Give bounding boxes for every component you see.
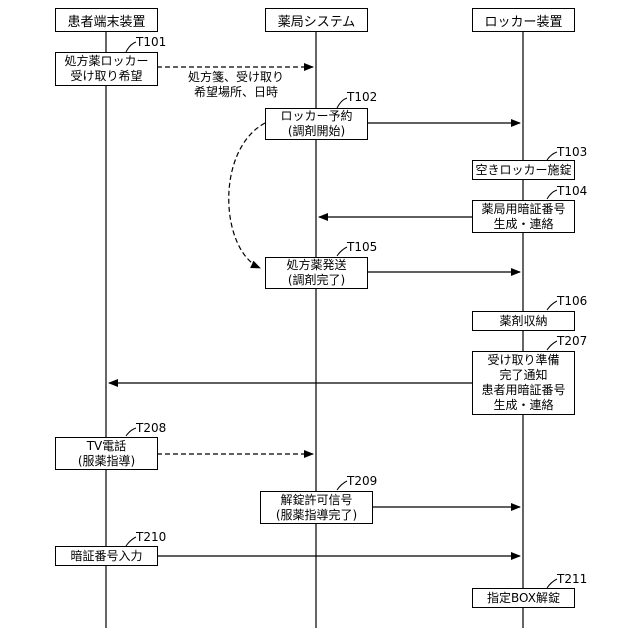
step-text-line: 受け取り準備 xyxy=(487,353,559,368)
step-text-line: 暗証番号入力 xyxy=(70,549,142,564)
lane-header-patient-terminal: 患者端末装置 xyxy=(55,8,158,32)
step-text-line: 薬剤収納 xyxy=(499,314,547,329)
step-tag-t102: T102 xyxy=(347,90,377,104)
step-box-t209: 解錠許可信号 (服薬指導完了) xyxy=(260,491,373,524)
step-tag-t105: T105 xyxy=(347,240,377,254)
arrow-t102-to-t105-curve xyxy=(229,123,265,268)
step-tag-t101: T101 xyxy=(136,35,166,49)
step-text-line: 薬局用暗証番号 xyxy=(481,202,565,217)
step-box-t102: ロッカー予約 (調剤開始) xyxy=(265,108,368,140)
step-text-line: (調剤完了) xyxy=(288,273,345,288)
note-line: 希望場所、日時 xyxy=(176,85,296,100)
step-text-line: 受け取り希望 xyxy=(70,69,142,84)
step-text-line: (調剤開始) xyxy=(288,124,345,139)
lane-header-pharmacy-system: 薬局システム xyxy=(265,8,368,32)
tag-leader-t104 xyxy=(547,190,557,199)
step-box-t105: 処方薬発送 (調剤完了) xyxy=(265,257,368,289)
step-tag-t211: T211 xyxy=(557,572,587,586)
step-box-t211: 指定BOX解錠 xyxy=(472,588,575,608)
step-text-line: 処方薬ロッカー xyxy=(64,54,148,69)
step-text-line: 患者用暗証番号 xyxy=(481,383,565,398)
tag-leader-t211 xyxy=(547,579,557,588)
tag-leader-t106 xyxy=(547,301,557,310)
lane-header-locker-device: ロッカー装置 xyxy=(472,8,575,32)
step-text-line: 生成・連絡 xyxy=(493,398,553,413)
tag-leader-t101 xyxy=(126,42,136,52)
tag-leader-t207 xyxy=(547,341,557,350)
step-text-line: (服薬指導完了) xyxy=(276,508,357,523)
step-box-t101: 処方薬ロッカー 受け取り希望 xyxy=(55,52,158,86)
note-line: 処方箋、受け取り xyxy=(176,70,296,85)
step-text-line: 解錠許可信号 xyxy=(280,493,352,508)
step-text-line: 指定BOX解錠 xyxy=(487,591,560,606)
step-box-t208: TV電話 (服薬指導) xyxy=(55,437,158,470)
step-box-t207: 受け取り準備 完了通知 患者用暗証番号 生成・連絡 xyxy=(472,351,575,415)
step-text-line: 空きロッカー施錠 xyxy=(475,163,571,178)
step-box-t210: 暗証番号入力 xyxy=(55,546,158,566)
step-text-line: TV電話 xyxy=(87,439,127,454)
step-text-line: (服薬指導) xyxy=(78,454,135,469)
step-tag-t207: T207 xyxy=(557,334,587,348)
tag-leader-t208 xyxy=(126,428,136,436)
step-text-line: 完了通知 xyxy=(499,368,547,383)
message-note-t101: 処方箋、受け取り 希望場所、日時 xyxy=(176,70,296,100)
step-text-line: 生成・連絡 xyxy=(493,217,553,232)
tag-leader-t210 xyxy=(126,537,136,546)
step-tag-t208: T208 xyxy=(136,421,166,435)
tag-leader-t105 xyxy=(337,247,347,256)
step-box-t104: 薬局用暗証番号 生成・連絡 xyxy=(472,200,575,233)
step-tag-t106: T106 xyxy=(557,294,587,308)
tag-leader-t209 xyxy=(337,481,347,490)
step-box-t103: 空きロッカー施錠 xyxy=(472,160,575,180)
step-tag-t103: T103 xyxy=(557,145,587,159)
tag-leader-t102 xyxy=(337,98,347,108)
step-tag-t209: T209 xyxy=(347,474,377,488)
step-text-line: ロッカー予約 xyxy=(280,109,352,124)
tag-leader-t103 xyxy=(547,152,557,160)
step-box-t106: 薬剤収納 xyxy=(472,311,575,331)
step-tag-t210: T210 xyxy=(136,530,166,544)
step-text-line: 処方薬発送 xyxy=(286,258,346,273)
step-tag-t104: T104 xyxy=(557,184,587,198)
